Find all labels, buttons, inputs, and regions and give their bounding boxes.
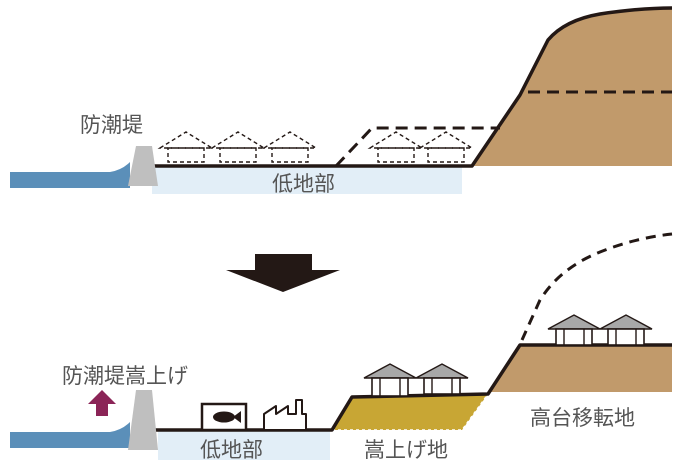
lowland-label-top: 低地部	[272, 172, 335, 196]
sea-top	[10, 162, 130, 188]
up-arrow-icon	[88, 390, 116, 416]
top-panel: 防潮堤 低地部	[10, 6, 673, 196]
sea-bottom	[10, 422, 130, 448]
house-icon	[599, 314, 653, 346]
dashed-house-icon	[209, 131, 267, 163]
house-icon	[547, 314, 601, 346]
raised-land-dashed-edge	[332, 393, 489, 431]
down-arrow-icon	[226, 254, 340, 292]
seawall-raise-label: 防潮堤嵩上げ	[62, 364, 188, 388]
lowland-band-top	[152, 166, 462, 194]
raised-land-houses	[363, 363, 469, 397]
hill-top	[472, 8, 672, 166]
house-icon	[363, 363, 417, 397]
lowland-band-bottom	[158, 430, 330, 460]
hill-bottom	[488, 345, 672, 392]
highland-houses	[547, 314, 653, 346]
house-icon	[415, 363, 469, 395]
fish-facility-icon	[200, 402, 248, 432]
planned-raise-dashed	[334, 126, 500, 168]
seawall-top	[128, 146, 158, 186]
dashed-house-icon	[157, 131, 215, 163]
dashed-house-icon	[367, 131, 425, 163]
dashed-house-icon	[417, 131, 475, 163]
factory-icon	[263, 399, 307, 431]
raised-land-label: 嵩上げ地	[364, 438, 448, 462]
highland-relocation-label: 高台移転地	[530, 406, 635, 430]
seawall-bottom	[128, 390, 158, 450]
dashed-house-icon	[261, 131, 319, 163]
ground-line-top	[150, 6, 673, 168]
bottom-panel: 防潮堤嵩上げ 低地部 嵩上げ地 高台移転地	[10, 232, 673, 462]
former-houses	[157, 131, 475, 163]
lowland-label-bottom: 低地部	[200, 438, 263, 462]
former-hill-dashed	[520, 232, 673, 341]
raised-land-fill	[332, 394, 488, 430]
seawall-label: 防潮堤	[80, 113, 143, 137]
